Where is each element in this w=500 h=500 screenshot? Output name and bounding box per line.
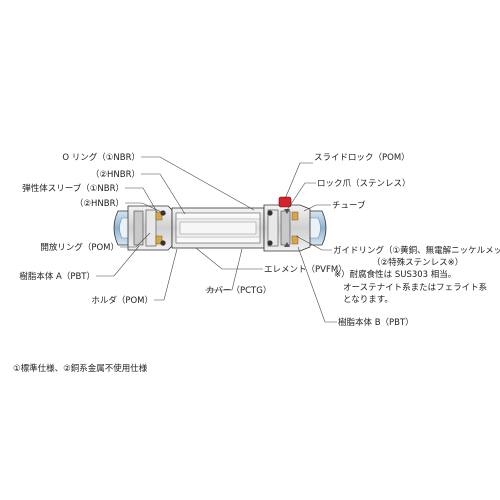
slide-lock-shape: [278, 196, 292, 208]
leader-lines: [96, 156, 337, 323]
label-guide-ring-alt: （②特殊ステンレス※）: [372, 257, 463, 268]
label-resin-body-a: 樹脂本体 A（PBT）: [19, 271, 95, 282]
label-element: エレメント（PVFM）: [264, 264, 347, 275]
label-holder: ホルダ（POM）: [91, 295, 153, 306]
footnote: ①標準仕様、②銅系金属不使用仕様: [13, 364, 148, 374]
label-resin-body-b: 樹脂本体 B（PBT）: [338, 317, 414, 328]
label-release-ring: 開放リング（POM）: [40, 242, 119, 253]
cover-and-element: [171, 207, 265, 249]
label-tube: チューブ: [332, 200, 366, 211]
diagram-labels: O リング（①NBR） （②HNBR） 弾性体スリーブ（①NBR） （②HNBR…: [19, 152, 500, 328]
label-lock-claw: ロック爪（ステンレス）: [317, 178, 411, 189]
label-guide-ring: ガイドリング（①黄銅、無電解ニッケルメッキ）: [333, 245, 500, 256]
label-o-ring-alt: （②HNBR）: [91, 169, 140, 180]
label-note-line2: オーステナイト系またはフェライト系: [343, 282, 487, 293]
label-note-line3: となります。: [343, 295, 393, 305]
resin-body-b-shape: [263, 204, 311, 252]
label-cover: カバー（PCTG）: [206, 285, 271, 296]
label-slide-lock: スライドロック（POM）: [314, 152, 410, 163]
label-elastic-sleeve-alt: （②HNBR）: [75, 198, 124, 209]
label-note-line1: ※）耐腐食性は SUS303 相当。: [334, 269, 456, 280]
label-elastic-sleeve: 弾性体スリーブ（①NBR）: [22, 183, 124, 194]
label-o-ring: O リング（①NBR）: [62, 152, 140, 163]
resin-body-a-shape: [127, 205, 173, 251]
